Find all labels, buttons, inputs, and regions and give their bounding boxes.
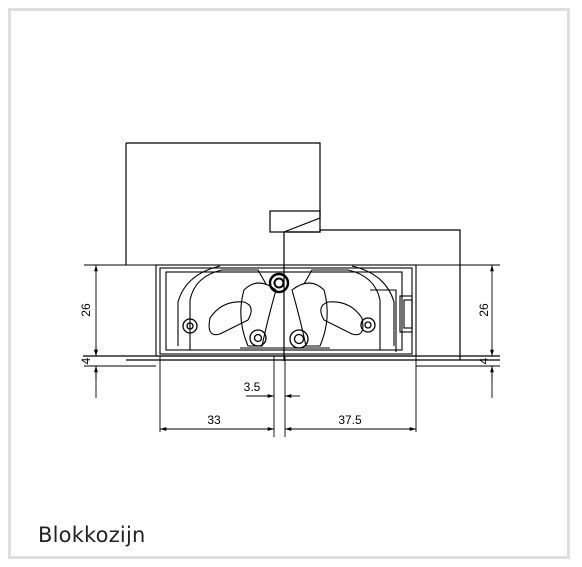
pin-left-inner (186, 322, 194, 330)
pivot-main-outer (268, 272, 290, 294)
hinge-body (155, 264, 417, 357)
dim-label-height-upper-left: 26 (79, 303, 93, 317)
dim-label-width-left: 33 (207, 413, 221, 427)
pin-left-outer (182, 318, 198, 334)
pivot-main-inner (273, 277, 285, 289)
pin-right-inner (364, 321, 372, 329)
dim-label-height-lower-left: 4 (79, 357, 93, 364)
hinge-pins (182, 272, 376, 349)
dim-label-width-right: 37.5 (338, 413, 362, 427)
pin-center-right-inner (293, 333, 305, 345)
frame-outline (83, 142, 500, 361)
dim-label-height-upper-right: 26 (477, 303, 491, 317)
dim-label-gap: 3.5 (244, 380, 261, 394)
door-stop-profile (269, 210, 321, 233)
dimension-lines (94, 265, 494, 431)
pin-center-left-outer (249, 329, 267, 347)
drawing-caption: Blokkozijn (38, 523, 146, 547)
pin-right-outer (360, 317, 376, 333)
dim-label-height-lower-right: 4 (477, 357, 491, 364)
pin-center-right-outer (289, 329, 309, 349)
pin-center-left-inner (253, 333, 263, 343)
